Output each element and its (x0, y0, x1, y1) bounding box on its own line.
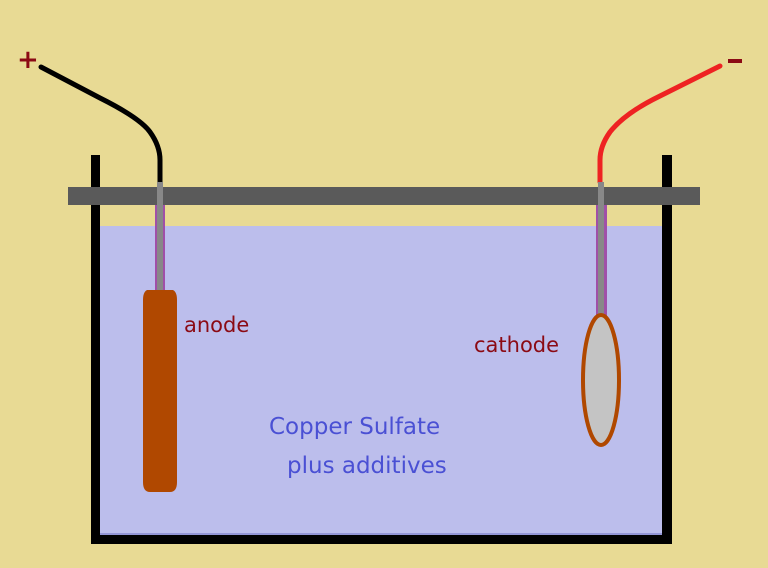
positive-terminal-sign: + (17, 45, 39, 75)
cathode-rod-core (598, 182, 604, 317)
negative-wire (597, 63, 723, 185)
anode-label: anode (184, 313, 249, 337)
negative-terminal-sign (728, 59, 742, 63)
cathode-label: cathode (474, 333, 559, 357)
tank-left-wall (91, 155, 100, 544)
positive-wire (38, 64, 163, 185)
support-bar (68, 187, 700, 205)
electrolyte-label-line2: plus additives (287, 453, 447, 479)
cathode-electrode (581, 313, 621, 447)
electrolyte (100, 226, 662, 535)
tank-bottom (91, 535, 672, 544)
tank-right-wall (662, 155, 672, 544)
anode-rod-core (157, 182, 163, 293)
anode-electrode (143, 290, 177, 492)
electrolyte-label-line1: Copper Sulfate (269, 414, 440, 440)
